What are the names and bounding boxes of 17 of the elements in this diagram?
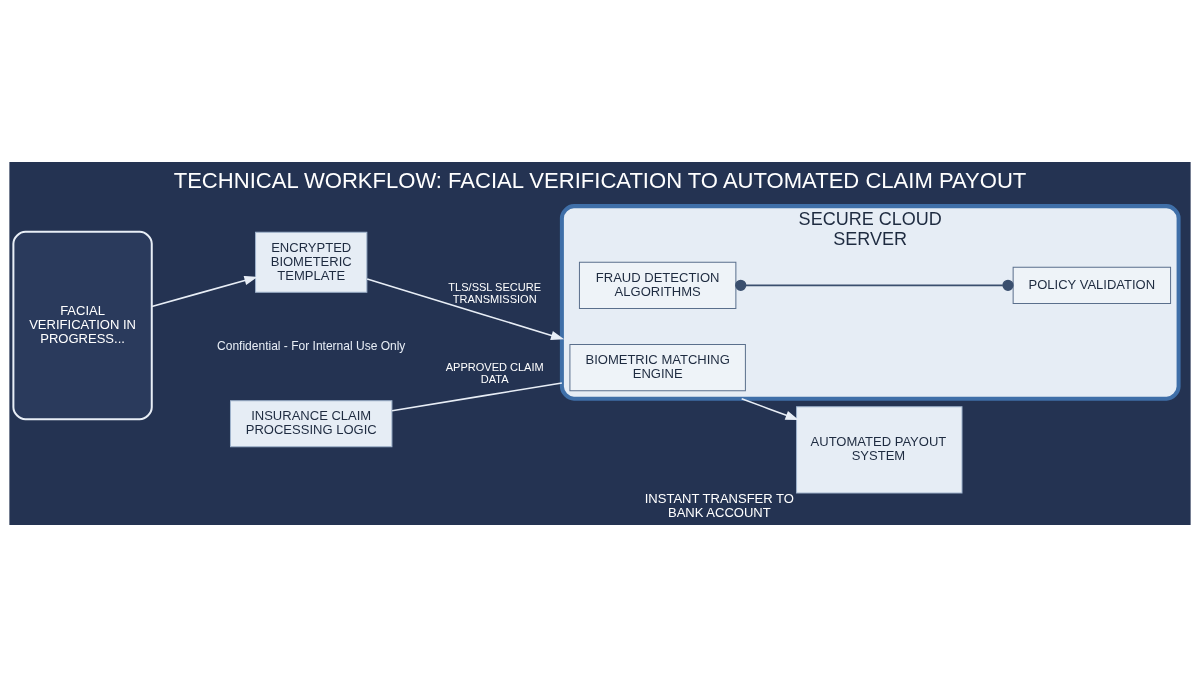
node-box: ENCRYPTED BIOMETERIC TEMPLATE [255,231,368,293]
connector [735,279,1014,291]
label: Confidential - For Internal Use Only [217,338,406,353]
edge-label: APPROVED CLAIM DATA [445,360,544,385]
connector [391,381,563,411]
node-box: BIOMETRIC MATCHING ENGINE [569,343,746,391]
node-box: INSURANCE CLAIM PROCESSING LOGIC [230,399,393,447]
arrow [151,275,258,307]
arrow [740,397,799,420]
node-box: POLICY VALIDATION [1012,266,1172,304]
node-label: INSTANT TRANSFER TO BANK ACCOUNT [644,490,794,520]
edge-label: TLS/SSL SECURE TRANSMISSION [448,280,542,305]
arrow [366,277,565,340]
node-box: FRAUD DETECTION ALGORITHMS [578,261,737,309]
node-box: AUTOMATED PAYOUT SYSTEM [796,405,963,493]
diagram-title: TECHNICAL WORKFLOW: FACIAL VERIFICATION TO AUTOMATED CLAIM PAYOUT [173,167,1027,193]
node-box: FACIAL VERIFICATION IN PROGRESS... [12,230,153,420]
